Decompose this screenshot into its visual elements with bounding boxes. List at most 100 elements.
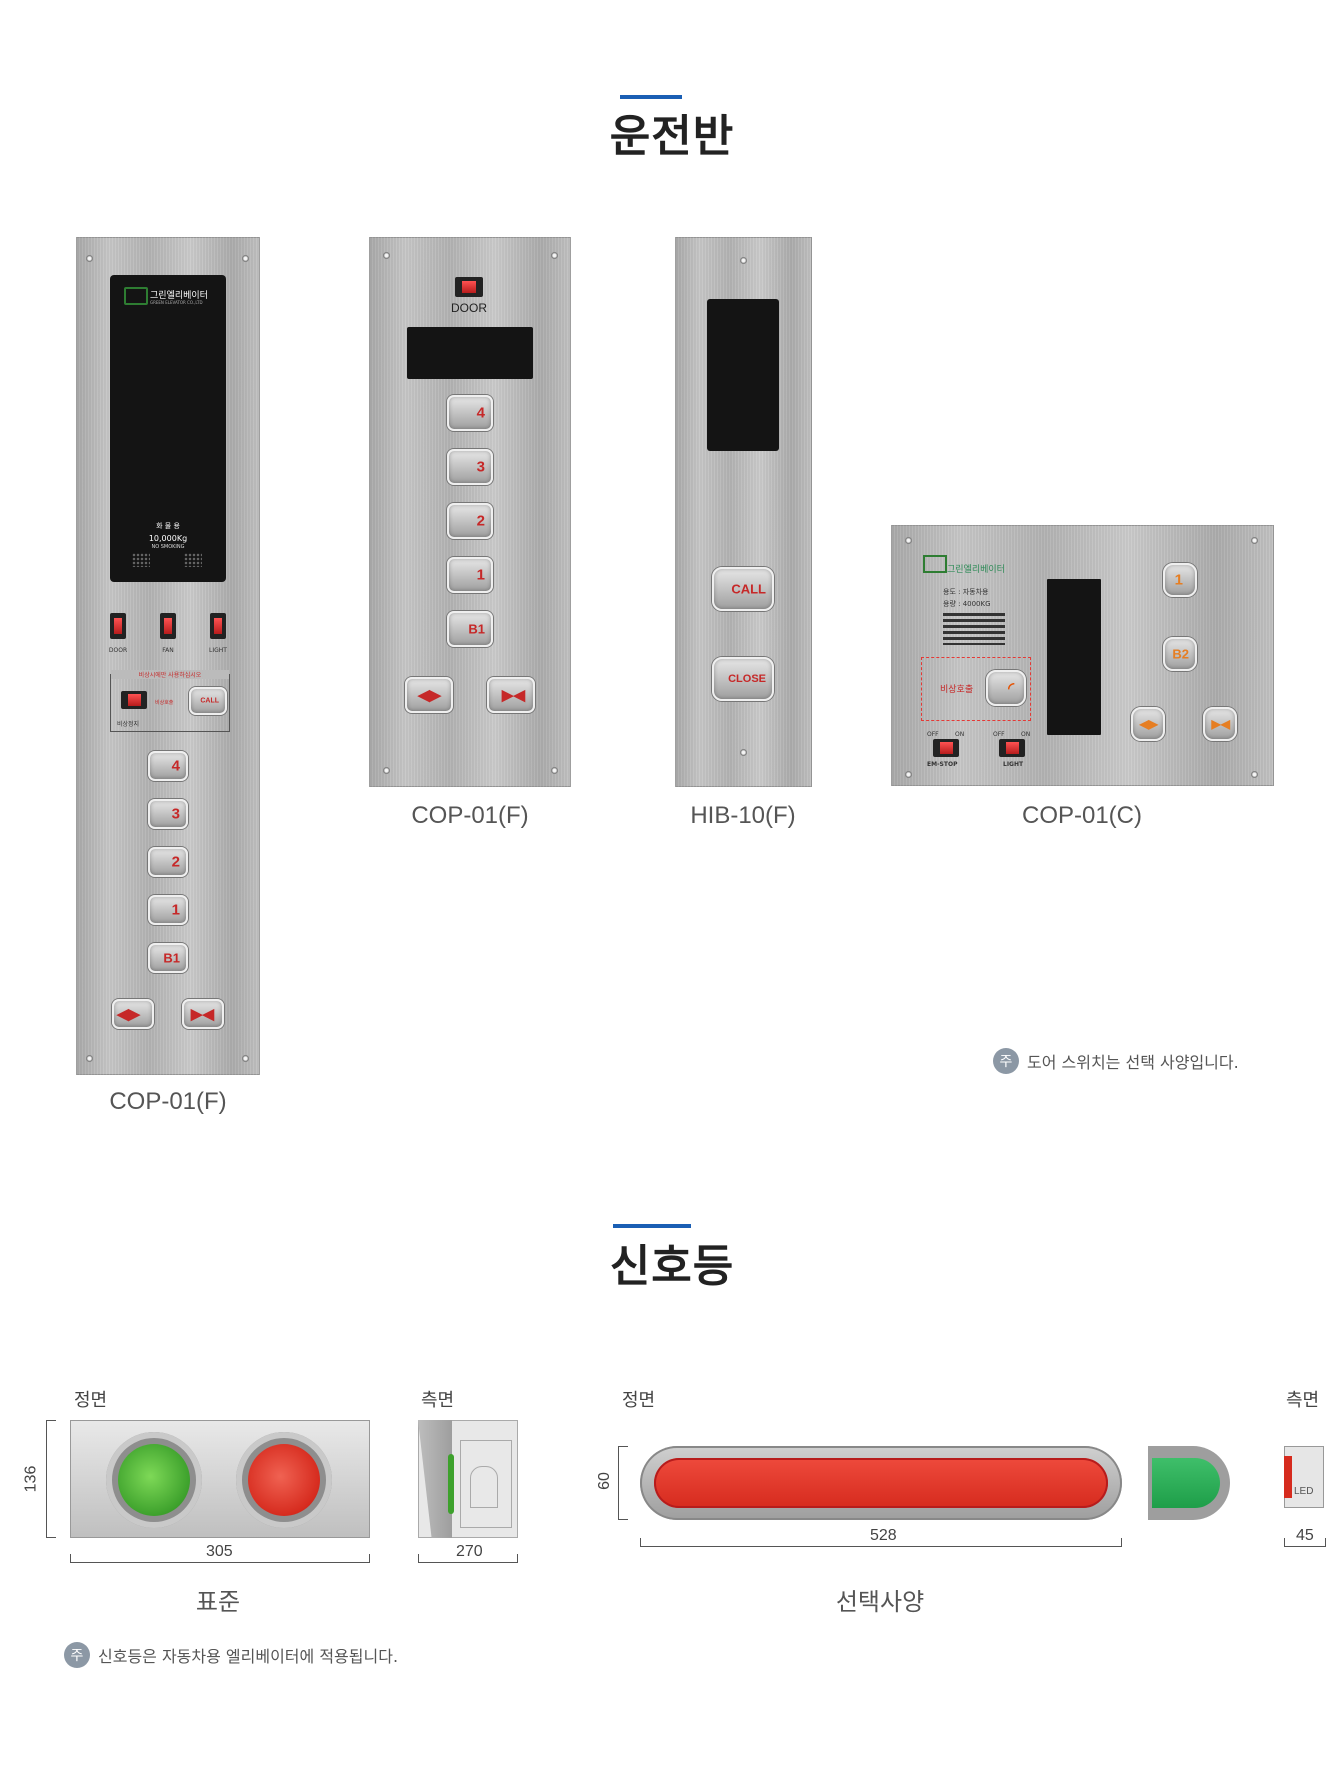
signal-side-option: LED [1284, 1446, 1324, 1508]
note-badge: 주 [993, 1048, 1019, 1074]
brand-logo-icon [124, 287, 148, 305]
door-open-button[interactable]: ◀▶ [405, 677, 453, 713]
speaker-grille-right [184, 553, 202, 567]
floor-button-2[interactable]: 2 [148, 847, 188, 877]
side-view-label: 측면 [421, 1390, 455, 1411]
light-off-label: OFF [993, 731, 1005, 738]
green-bar-lamp [1148, 1446, 1230, 1520]
emergency-title: 비상시에만 사용하십시오 [111, 670, 229, 679]
section-accent-bar [620, 95, 682, 99]
usage-label: 화 물 용 [156, 522, 180, 530]
emergency-call-button[interactable]: ◜ [986, 670, 1026, 706]
spec-usage: 용도 : 자동차용 [943, 588, 989, 596]
green-lamp [106, 1432, 202, 1528]
door-close-button[interactable]: ▶◀ [1203, 707, 1237, 741]
display-screen [407, 327, 533, 379]
width-dimension: 305 [202, 1543, 237, 1561]
brand-logo-icon [923, 555, 947, 573]
floor-button-4[interactable]: 4 [148, 751, 188, 781]
section-title-signal-light: 신호등 [609, 1241, 735, 1292]
spec-capacity: 용량 : 4000KG [943, 600, 991, 608]
close-button[interactable]: CLOSE [712, 657, 774, 701]
door-switch-label: DOOR [451, 301, 487, 315]
fan-switch[interactable] [160, 613, 176, 639]
height-dimension: 60 [595, 1472, 613, 1490]
standard-caption: 표준 [195, 1589, 241, 1616]
display-screen [1047, 579, 1101, 735]
depth-dimension: 45 [1294, 1527, 1316, 1545]
emergency-call-label: 비상호출 [940, 685, 974, 695]
cop-panel-medium: DOOR 4 3 2 1 B1 ◀▶ ▶◀ [369, 237, 571, 787]
em-stop-on-label: ON [955, 731, 965, 738]
cop-panel-large: 그린엘리베이터 GREEN ELEVATOR CO.,LTD 화 물 용 10,… [76, 237, 260, 1075]
light-switch[interactable] [999, 739, 1025, 757]
red-bar-lamp [654, 1458, 1108, 1508]
door-close-button[interactable]: ▶◀ [487, 677, 535, 713]
floor-button-b1[interactable]: B1 [148, 943, 188, 973]
floor-button-1[interactable]: 1 [447, 557, 493, 593]
signal-side-standard [418, 1420, 518, 1538]
depth-dimension: 270 [452, 1543, 487, 1561]
led-label: LED [1294, 1486, 1314, 1497]
door-open-button[interactable]: ◀▶ [112, 999, 154, 1029]
emergency-box: 비상시에만 사용하십시오 비상호출 CALL 비상정지 [110, 670, 230, 732]
call-button[interactable]: CALL [712, 567, 774, 611]
note-door-switch: 주 도어 스위치는 선택 사양입니다. [993, 1048, 1239, 1074]
fan-switch-label: FAN [162, 647, 174, 654]
capacity-label: 10,000Kg [148, 534, 188, 543]
speaker-grille [943, 613, 1005, 645]
note-badge: 주 [64, 1642, 90, 1668]
note-text: 도어 스위치는 선택 사양입니다. [1027, 1053, 1239, 1072]
light-on-label: ON [1021, 731, 1031, 738]
front-view-label: 정면 [622, 1390, 656, 1411]
panel-caption: COP-01(F) [109, 1088, 227, 1115]
brand-name: 그린엘리베이터 [150, 291, 208, 301]
light-label: LIGHT [1003, 761, 1024, 768]
speaker-grille-left [132, 553, 150, 567]
red-lamp [236, 1432, 332, 1528]
light-switch[interactable] [210, 613, 226, 639]
emergency-call-text: 비상호출 [155, 700, 174, 706]
note-text: 신호등은 자동차용 엘리베이터에 적용됩니다. [98, 1647, 399, 1666]
em-stop-label: EM-STOP [927, 761, 958, 768]
no-smoking-label: NO SMOKING [151, 544, 185, 550]
emergency-stop-label: 비상정지 [117, 721, 140, 728]
em-stop-off-label: OFF [927, 731, 939, 738]
door-close-button[interactable]: ▶◀ [182, 999, 224, 1029]
option-caption: 선택사양 [835, 1589, 925, 1616]
floor-button-2[interactable]: 2 [447, 503, 493, 539]
floor-button-3[interactable]: 3 [447, 449, 493, 485]
brand-name: 그린엘리베이터 [947, 565, 1005, 575]
panel-caption: COP-01(F) [411, 802, 529, 829]
cop-panel-horizontal: 그린엘리베이터 용도 : 자동차용 용량 : 4000KG 비상호출 ◜ 1 B… [891, 525, 1274, 786]
emergency-call-box: 비상호출 ◜ [921, 657, 1031, 721]
note-signal-light: 주 신호등은 자동차용 엘리베이터에 적용됩니다. [64, 1642, 398, 1668]
light-switch-label: LIGHT [209, 647, 227, 654]
em-stop-switch[interactable] [933, 739, 959, 757]
floor-button-b2[interactable]: B2 [1163, 637, 1197, 671]
section-title-operating-panel: 운전반 [609, 111, 735, 162]
display-screen: 그린엘리베이터 GREEN ELEVATOR CO.,LTD 화 물 용 10,… [110, 275, 226, 582]
floor-button-1[interactable]: 1 [148, 895, 188, 925]
floor-button-4[interactable]: 4 [447, 395, 493, 431]
hib-panel: CALL CLOSE [675, 237, 812, 787]
panel-caption: HIB-10(F) [690, 802, 796, 829]
door-open-button[interactable]: ◀▶ [1131, 707, 1165, 741]
emergency-call-button[interactable]: CALL [189, 687, 227, 715]
section-accent-bar [613, 1224, 691, 1228]
floor-button-3[interactable]: 3 [148, 799, 188, 829]
panel-caption: COP-01(C) [1021, 802, 1142, 829]
signal-front-option [640, 1446, 1122, 1520]
signal-front-standard [70, 1420, 370, 1538]
door-switch-label: DOOR [108, 647, 128, 654]
emergency-stop-switch[interactable] [121, 691, 147, 709]
height-dimension: 136 [22, 1465, 40, 1493]
front-view-label: 정면 [74, 1390, 108, 1411]
side-view-label: 측면 [1286, 1390, 1320, 1411]
brand-name-en: GREEN ELEVATOR CO.,LTD [150, 300, 203, 305]
door-switch[interactable] [455, 277, 483, 297]
door-switch[interactable] [110, 613, 126, 639]
floor-button-b1[interactable]: B1 [447, 611, 493, 647]
floor-button-1[interactable]: 1 [1163, 563, 1197, 597]
width-dimension: 528 [866, 1527, 901, 1545]
